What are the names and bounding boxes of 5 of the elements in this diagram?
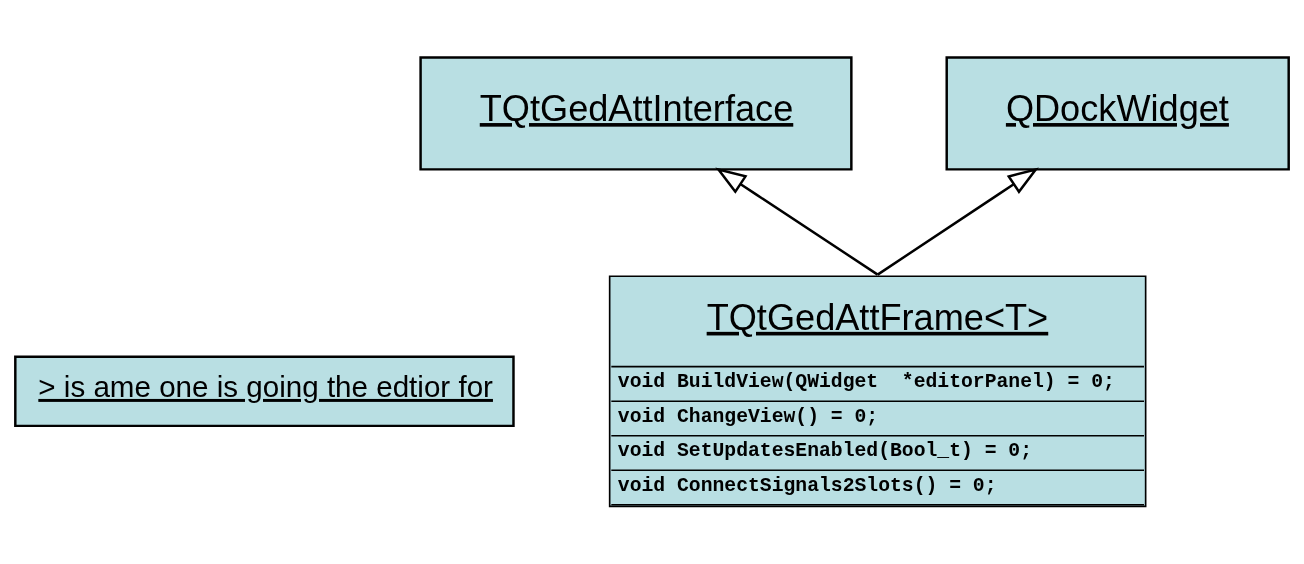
arrow (876, 167, 1039, 276)
node-box: > is ame one is going the edtior for (14, 355, 515, 428)
arrow (715, 167, 879, 276)
node-box: TQtGedAttInterface (419, 56, 853, 171)
node-box: QDockWidget (945, 56, 1290, 171)
